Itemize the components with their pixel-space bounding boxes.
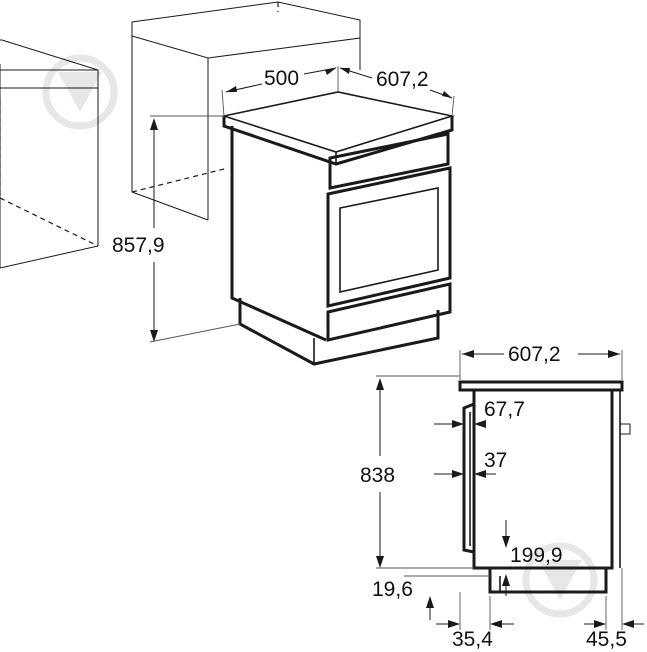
height-total-label: 857,9 [112, 234, 165, 257]
height-side-label: 838 [360, 464, 395, 487]
handle-depth-label: 37 [484, 449, 507, 472]
back-cabinet [131, 1, 361, 221]
watermark-logo-icon [522, 542, 598, 618]
depth-side-label: 607,2 [508, 343, 561, 366]
handle-offset-dimension: 67,7 [434, 398, 525, 428]
depth-top-label: 607,2 [376, 68, 429, 91]
back-offset-label: 45,5 [586, 628, 627, 651]
left-cabinet [0, 39, 99, 269]
plinth-height-dimension: 19,6 [372, 574, 510, 620]
watermark-logo-icon [42, 54, 118, 130]
drawer-height-dimension: 199,9 [502, 520, 563, 567]
height-total-dimension: 857,9 [112, 115, 241, 343]
front-offset-label: 35,4 [452, 628, 493, 651]
side-depth-dimension: 607,2 [459, 343, 623, 380]
top-depth-dimension: 607,2 [339, 67, 453, 99]
front-offset-dimension: 35,4 [436, 592, 514, 651]
cooker-body [220, 91, 456, 366]
plinth-height-label: 19,6 [372, 578, 413, 601]
top-width-dimension: 500 [221, 66, 455, 117]
handle-depth-dimension: 37 [434, 449, 507, 478]
drawer-height-label: 199,9 [510, 544, 563, 567]
back-offset-dimension: 45,5 [584, 568, 644, 651]
side-view [458, 380, 631, 594]
side-height-dimension: 838 [360, 375, 474, 569]
width-top-label: 500 [264, 67, 299, 90]
handle-offset-label: 67,7 [484, 398, 525, 421]
